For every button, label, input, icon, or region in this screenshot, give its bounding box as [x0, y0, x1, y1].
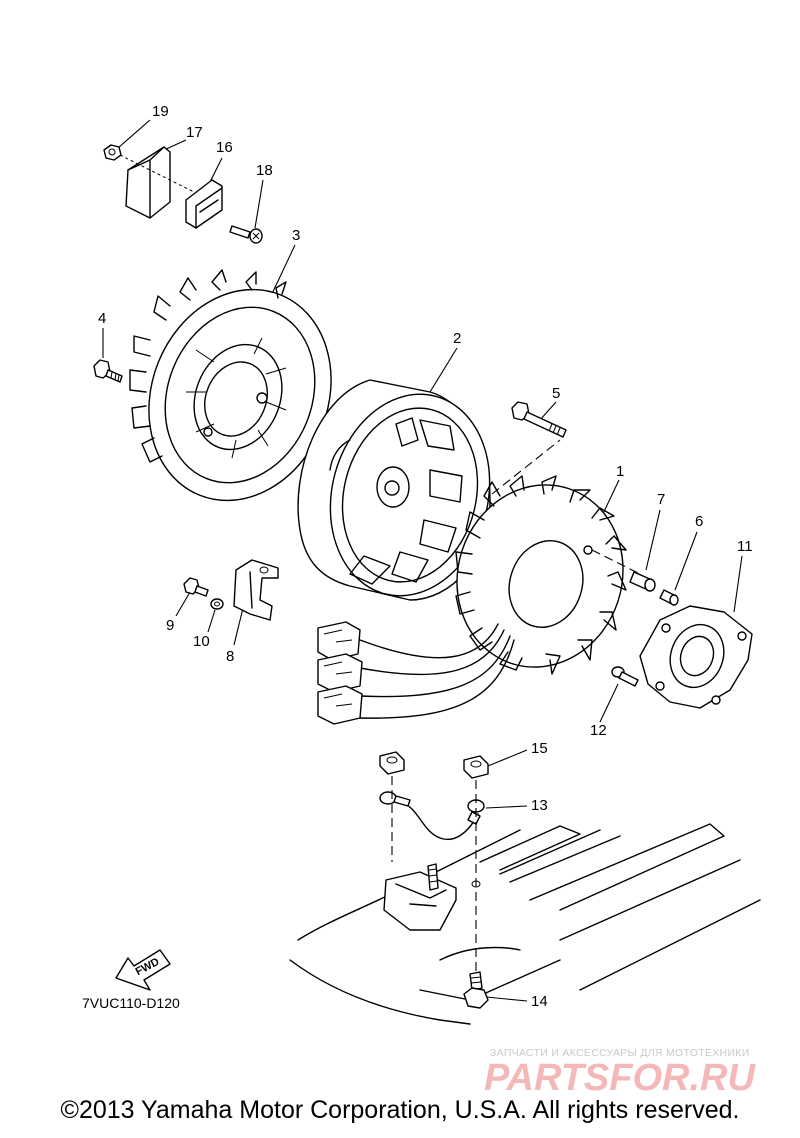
- nut-15-left: [379, 751, 405, 775]
- stator-leads: [359, 623, 515, 719]
- callout-15: 15: [487, 740, 548, 767]
- stator-base-11: [639, 605, 753, 709]
- part-label-15: 15: [531, 740, 548, 757]
- callout-18: 18: [254, 162, 273, 229]
- callout-14: 14: [485, 993, 548, 1010]
- part-label-19: 19: [152, 103, 169, 120]
- rotor-2: [297, 379, 491, 601]
- screw-12: [611, 666, 639, 687]
- fwd-arrow-icon: FWD: [115, 949, 171, 991]
- callout-16: 16: [207, 139, 233, 187]
- stator-1: [455, 475, 641, 675]
- part-label-7: 7: [657, 491, 665, 508]
- part-label-16: 16: [216, 139, 233, 156]
- washer-10: [210, 598, 224, 610]
- callout-9: 9: [166, 591, 191, 634]
- frame-mount: [289, 823, 761, 1025]
- collar-7: [629, 571, 656, 592]
- part-label-12: 12: [590, 722, 607, 739]
- bolt-5: [491, 401, 567, 495]
- dash-lines-ground: [391, 776, 481, 990]
- part-label-14: 14: [531, 993, 548, 1010]
- part-label-8: 8: [226, 648, 234, 665]
- part-callouts: 19 17 16 18 3 4 2 5: [98, 103, 753, 1010]
- cooling-fan-3: [129, 269, 332, 502]
- callout-5: 5: [539, 385, 560, 421]
- callout-13: 13: [485, 797, 548, 814]
- watermark-brand: PARTSFOR.RU: [484, 1057, 756, 1099]
- watermark-tagline: ЗАПЧАСТИ И АКСЕССУАРЫ ДЛЯ МОТОТЕХНИКИ: [490, 1047, 750, 1059]
- screw-18: [229, 225, 263, 244]
- callout-6: 6: [674, 513, 703, 591]
- nut-15: [463, 755, 489, 779]
- watermark: ЗАПЧАСТИ И АКСЕССУАРЫ ДЛЯ МОТОТЕХНИКИ PA…: [484, 1047, 756, 1099]
- ground-lead-13: [379, 791, 485, 841]
- callout-12: 12: [590, 683, 619, 739]
- clip-16: [185, 179, 223, 229]
- bracket-8: [233, 559, 279, 621]
- part-label-1: 1: [616, 463, 624, 480]
- callout-3: 3: [269, 227, 300, 299]
- bracket-17: [119, 146, 201, 219]
- callout-11: 11: [733, 538, 753, 613]
- part-label-9: 9: [166, 617, 174, 634]
- part-label-10: 10: [193, 633, 210, 650]
- part-label-13: 13: [531, 797, 548, 814]
- part-label-17: 17: [186, 124, 203, 141]
- part-label-2: 2: [453, 330, 461, 347]
- callout-1: 1: [599, 463, 624, 521]
- bolt-9: [183, 577, 209, 597]
- part-label-18: 18: [256, 162, 273, 179]
- diagram-code: 7VUC110-D120: [82, 995, 180, 1011]
- callout-17: 17: [163, 124, 203, 151]
- copyright-notice: ©2013 Yamaha Motor Corporation, U.S.A. A…: [60, 1096, 740, 1124]
- nut-19: [103, 144, 122, 161]
- collar-6: [659, 589, 679, 606]
- callout-2: 2: [429, 330, 461, 393]
- part-label-11: 11: [737, 538, 753, 555]
- part-label-6: 6: [695, 513, 703, 530]
- bolt-14: [463, 971, 489, 1009]
- callout-4: 4: [98, 310, 106, 358]
- callout-19: 19: [117, 103, 169, 149]
- callout-8: 8: [226, 607, 244, 665]
- coupler-upper: [317, 621, 361, 661]
- part-label-4: 4: [98, 310, 106, 327]
- bolt-4: [93, 359, 123, 383]
- callout-10: 10: [193, 609, 216, 650]
- callout-7: 7: [645, 491, 665, 571]
- part-label-3: 3: [292, 227, 300, 244]
- coupler-lower: [317, 685, 363, 725]
- coupler-middle: [317, 653, 363, 693]
- part-label-5: 5: [552, 385, 560, 402]
